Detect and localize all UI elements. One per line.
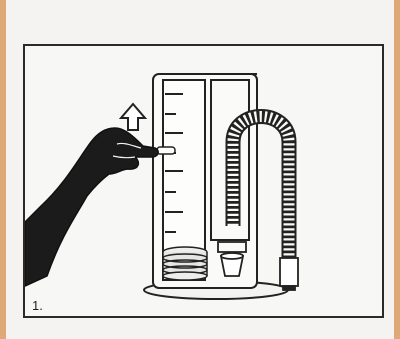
hand-icon (25, 128, 158, 286)
step-number: 1. (32, 299, 43, 312)
instruction-page: 1. (6, 0, 394, 339)
spirometer-illustration (25, 46, 382, 316)
piston-stack (163, 247, 207, 280)
mouthpiece-icon (280, 258, 298, 290)
arrow-up-icon (121, 104, 145, 130)
illustration-frame: 1. (23, 44, 384, 318)
indicator-slider (157, 147, 175, 154)
